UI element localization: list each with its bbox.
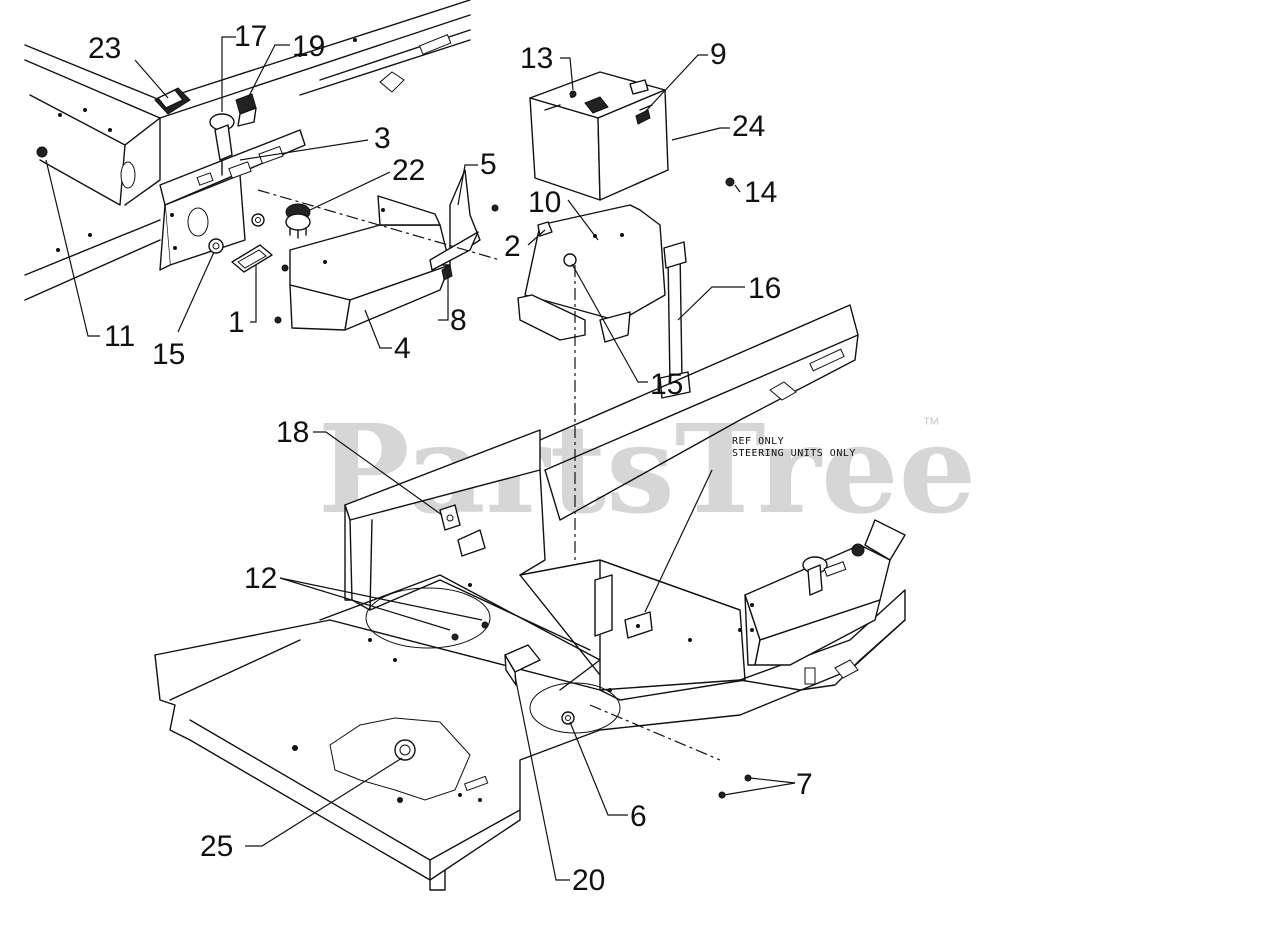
upper-frame-rail xyxy=(24,0,471,301)
part-18-clip xyxy=(439,504,486,557)
part-17-switch xyxy=(209,113,235,176)
callout-labels: 23 17 19 3 22 5 11 15 1 4 8 13 9 24 14 1… xyxy=(88,20,813,897)
callout-17: 17 xyxy=(234,20,267,53)
part-19-switch xyxy=(235,93,257,127)
callout-15-left: 15 xyxy=(152,338,185,371)
callout-1: 1 xyxy=(228,306,245,339)
battery-tray xyxy=(517,204,666,343)
reference-switch xyxy=(594,574,653,639)
part-11-bolt xyxy=(36,146,48,158)
callout-13: 13 xyxy=(520,42,553,75)
part-15-grommet xyxy=(208,213,265,254)
main-chassis xyxy=(154,304,906,891)
trademark-mark: ™ xyxy=(922,414,940,434)
part-16-strap xyxy=(659,241,691,399)
part-23-knob xyxy=(154,87,191,115)
callout-9: 9 xyxy=(710,38,727,71)
callout-3: 3 xyxy=(374,122,391,155)
callout-18: 18 xyxy=(276,416,309,449)
part-1-bezel xyxy=(231,244,273,273)
callout-11: 11 xyxy=(104,320,135,353)
callout-14: 14 xyxy=(744,176,777,209)
note-steering-units-only: STEERING UNITS ONLY xyxy=(732,448,856,459)
left-control-panel xyxy=(159,129,306,271)
part-24-battery xyxy=(529,71,669,201)
part-22-ignition-switch xyxy=(285,203,311,239)
callout-15-right: 15 xyxy=(650,368,683,401)
callout-23: 23 xyxy=(88,32,121,65)
callout-24: 24 xyxy=(732,110,765,143)
callout-5: 5 xyxy=(480,148,497,181)
callout-19: 19 xyxy=(292,30,325,63)
callout-12: 12 xyxy=(244,562,277,595)
callout-8: 8 xyxy=(450,304,467,337)
callout-10: 10 xyxy=(528,186,561,219)
callout-20: 20 xyxy=(572,864,605,897)
callout-6: 6 xyxy=(630,800,647,833)
callout-2: 2 xyxy=(504,230,521,263)
watermark: PartsTree xyxy=(318,397,976,541)
callout-22: 22 xyxy=(392,154,425,187)
callout-7: 7 xyxy=(796,768,813,801)
right-control-pod xyxy=(744,519,906,666)
callout-25: 25 xyxy=(200,830,233,863)
callout-4: 4 xyxy=(394,332,411,365)
leader-lines xyxy=(45,36,796,881)
callout-16: 16 xyxy=(748,272,781,305)
note-ref-only: REF ONLY xyxy=(732,436,784,447)
part-20-bumper xyxy=(504,644,541,686)
part-4-5-console-cover xyxy=(289,169,481,331)
